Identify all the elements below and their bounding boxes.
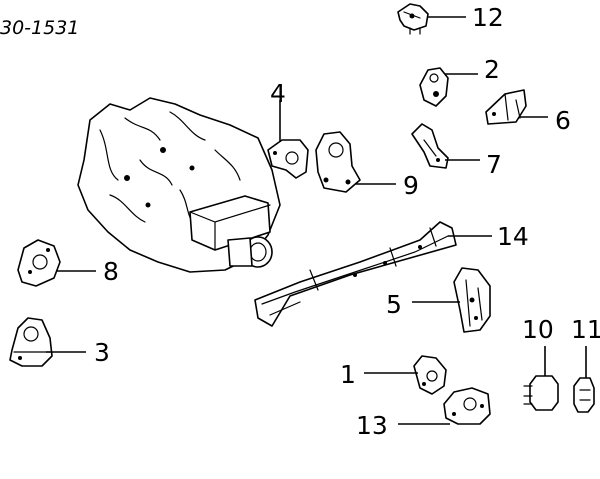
callout-2: 2: [484, 55, 500, 84]
callout-11: 11: [571, 315, 600, 344]
callout-3: 3: [94, 338, 110, 367]
part-3-mount: [9, 317, 53, 367]
part-10-stopper: [523, 375, 559, 411]
callout-1: 1: [340, 360, 356, 389]
callout-6: 6: [555, 106, 571, 135]
callout-7: 7: [486, 150, 502, 179]
part-6-bracket: [485, 89, 527, 125]
part-2-bracket: [419, 67, 449, 107]
part-7-bracket: [411, 123, 449, 169]
callout-5: 5: [386, 290, 402, 319]
part-12-bracket: [397, 3, 429, 35]
callout-13: 13: [356, 411, 388, 440]
callout-9: 9: [403, 171, 419, 200]
part-13-bracket: [443, 387, 491, 425]
callout-12: 12: [472, 3, 504, 32]
part-8-mount: [17, 239, 61, 287]
callout-8: 8: [103, 257, 119, 286]
part-11-stopper: [573, 377, 595, 413]
engine-assembly: [77, 97, 281, 273]
part-1-bracket: [413, 355, 447, 395]
part-14-crossmember: [254, 221, 457, 327]
part-9-mount: [315, 131, 361, 193]
callout-10: 10: [522, 315, 554, 344]
callout-4: 4: [270, 79, 286, 108]
callout-14: 14: [497, 222, 529, 251]
part-5-bracket: [453, 267, 491, 333]
diagram-code: 30-1531: [0, 17, 79, 39]
part-4-mount: [267, 139, 309, 179]
